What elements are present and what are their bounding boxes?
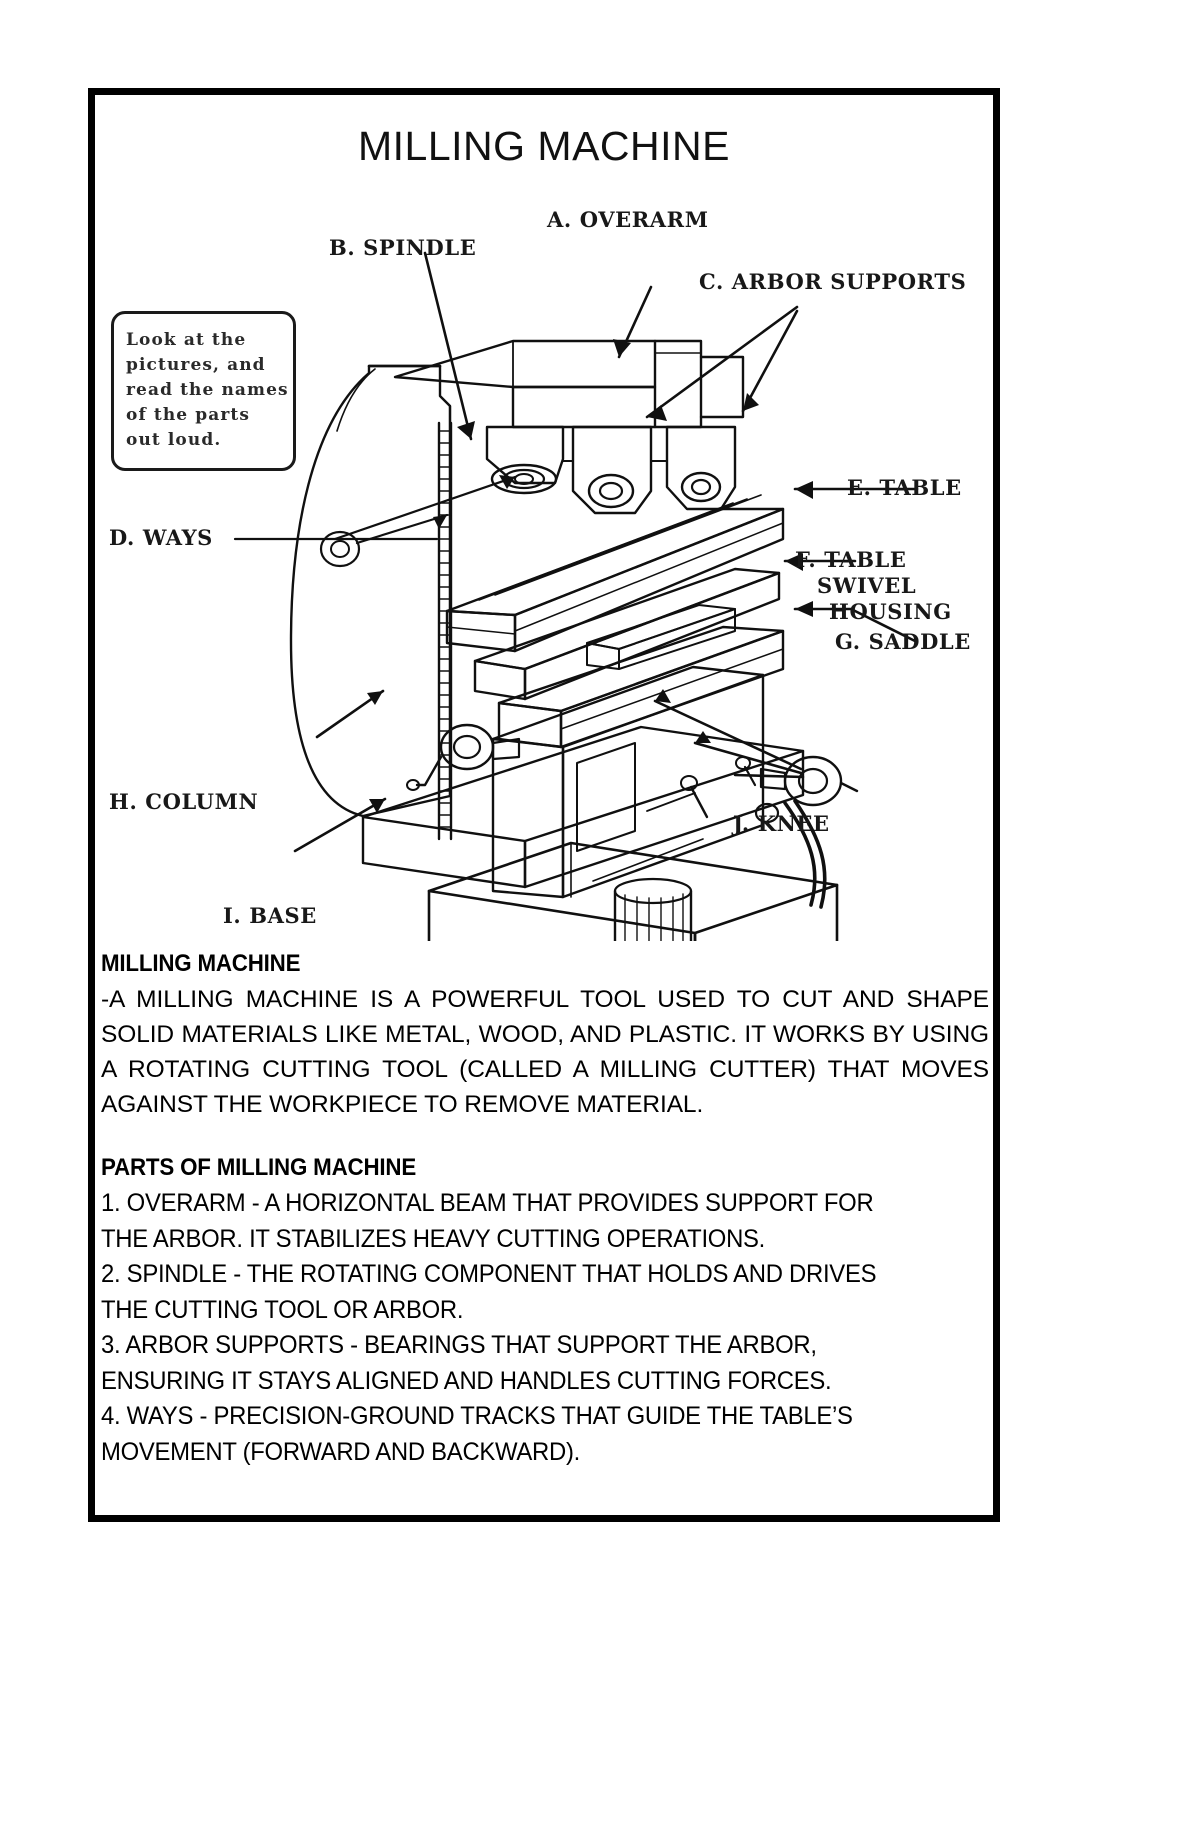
instruction-callout: Look at the pictures, and read the names… <box>111 311 296 471</box>
part-item-overarm: 1. OVERARM - A HORIZONTAL BEAM THAT PROV… <box>101 1189 874 1253</box>
label-line-swivel: SWIVEL <box>817 573 917 598</box>
callout-line-4: of the parts <box>126 405 250 425</box>
milling-machine-linedrawing <box>233 251 919 941</box>
page-title: MILLING MACHINE <box>358 123 730 169</box>
definition-paragraph: -A MILLING MACHINE IS A POWERFUL TOOL US… <box>101 986 989 1118</box>
diagram-label-table: E. TABLE <box>847 475 962 500</box>
milling-machine-diagram: Look at the pictures, and read the names… <box>95 191 993 941</box>
callout-line-5: out loud. <box>126 430 222 450</box>
parts-list: 1. OVERARM - A HORIZONTAL BEAM THAT PROV… <box>101 1186 989 1470</box>
parts-heading: PARTS OF MILLING MACHINE <box>101 1154 417 1181</box>
part-item-arbor-supports: 3. ARBOR SUPPORTS - BEARINGS THAT SUPPOR… <box>101 1331 832 1395</box>
callout-line-1: Look at the <box>126 330 247 350</box>
label-line-housing: HOUSING <box>829 599 952 624</box>
label-line-table: F. TABLE <box>795 547 907 572</box>
diagram-label-base: I. BASE <box>223 903 317 928</box>
definition-heading: MILLING MACHINE <box>101 950 301 977</box>
worksheet-text-content: MILLING MACHINE -A MILLING MACHINE IS A … <box>101 950 989 1470</box>
diagram-label-spindle: B. SPINDLE <box>329 235 477 260</box>
worksheet-page-frame: MILLING MACHINE <box>88 88 1000 1522</box>
diagram-label-column: H. COLUMN <box>109 789 259 814</box>
diagram-label-knee: J. KNEE <box>733 811 830 836</box>
callout-line-3: read the names <box>126 380 289 400</box>
diagram-label-overarm: A. OVERARM <box>547 207 709 232</box>
part-item-ways: 4. WAYS - PRECISION-GROUND TRACKS THAT G… <box>101 1402 853 1466</box>
diagram-label-arbor-supports: C. ARBOR SUPPORTS <box>699 269 967 294</box>
diagram-label-table-swivel-housing: F. TABLE SWIVEL HOUSING <box>795 547 975 625</box>
diagram-label-saddle: G. SADDLE <box>835 629 971 654</box>
diagram-label-ways: D. WAYS <box>109 525 213 550</box>
part-item-spindle: 2. SPINDLE - THE ROTATING COMPONENT THAT… <box>101 1260 877 1324</box>
callout-line-2: pictures, and <box>126 355 266 375</box>
section-spacer <box>101 1122 989 1154</box>
